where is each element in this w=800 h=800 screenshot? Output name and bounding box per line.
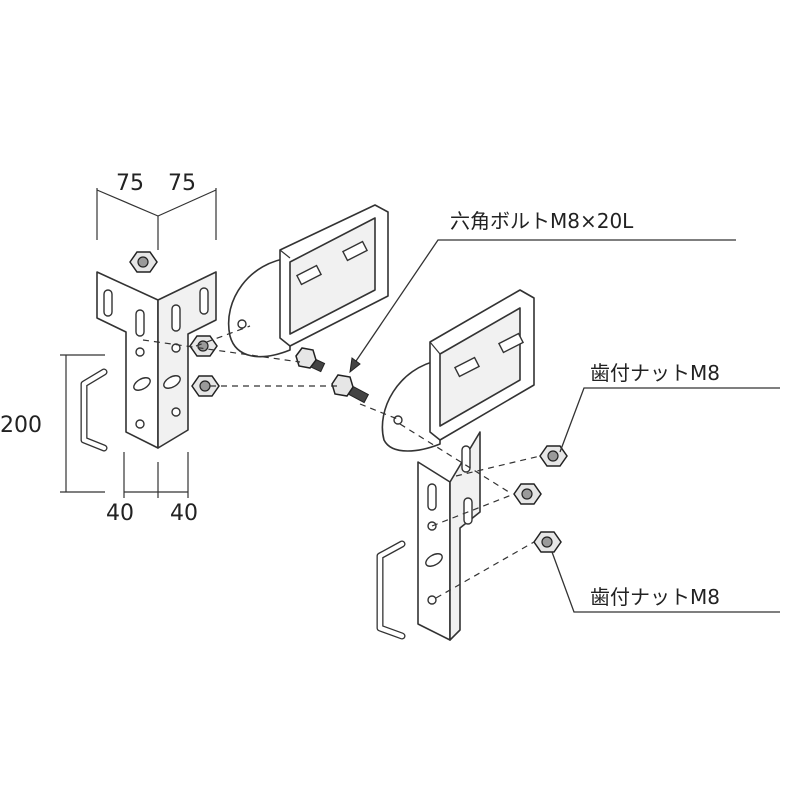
flange-nut-upper-label: 歯付ナットM8	[590, 361, 720, 385]
right-nut-middle	[513, 483, 542, 505]
dim-75-right: 75	[168, 171, 196, 196]
left-nut-top	[129, 251, 158, 273]
right-angle-bracket	[417, 431, 481, 641]
dimension-bottom: 40 40	[106, 452, 198, 526]
dim-200: 200	[0, 413, 42, 438]
left-u-bolt	[80, 368, 108, 452]
left-angle-bracket	[96, 271, 217, 449]
right-u-bolt	[376, 540, 406, 640]
callout-flange-nut-lower: 歯付ナットM8	[551, 551, 780, 613]
hex-bolt-label: 六角ボルトM8×20L	[450, 209, 634, 233]
left-nut-middle	[189, 335, 218, 357]
right-nut-top	[539, 445, 568, 467]
callout-hex-bolt: 六角ボルトM8×20L	[349, 209, 736, 374]
callout-flange-nut-upper: 歯付ナットM8	[559, 361, 780, 453]
right-nut-lower	[533, 531, 562, 553]
assembly-axes	[142, 325, 541, 599]
hex-bolt-upper	[295, 347, 326, 373]
hex-bolt-lower	[331, 374, 370, 404]
lower-channel-plate	[381, 289, 535, 452]
dim-40-right: 40	[170, 501, 198, 526]
dim-75-left: 75	[116, 171, 144, 196]
dimension-height: 200	[0, 354, 105, 493]
dim-40-left: 40	[106, 501, 134, 526]
dimension-top: 75 75	[96, 171, 217, 250]
upper-channel-plate	[227, 204, 389, 358]
flange-nut-lower-label: 歯付ナットM8	[590, 585, 720, 609]
